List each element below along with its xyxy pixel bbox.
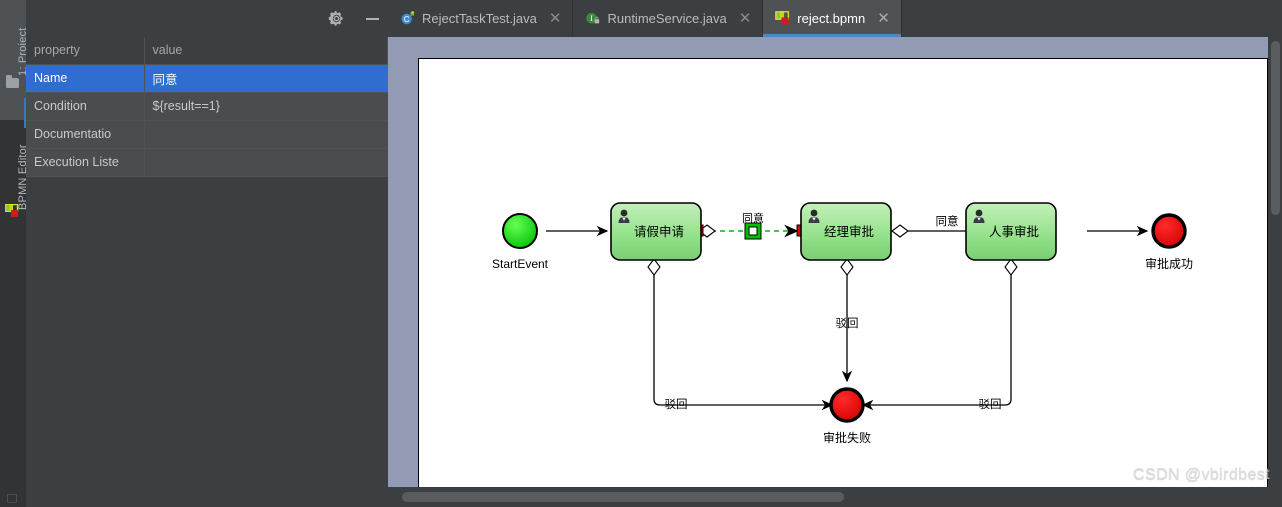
node-label-end-ok: 审批成功 bbox=[1145, 256, 1193, 271]
flow-label-approve-2: 同意 bbox=[936, 214, 959, 228]
column-header-property: property bbox=[26, 37, 145, 65]
active-tool-indicator bbox=[24, 98, 26, 128]
vertical-scrollbar-thumb[interactable] bbox=[1271, 41, 1280, 215]
scrollbar-corner bbox=[1268, 487, 1282, 507]
node-label-task2: 经理审批 bbox=[824, 224, 874, 239]
flow-label-reject-2: 驳回 bbox=[836, 317, 859, 330]
editor-area: C RejectTaskTest.java ✕ I RuntimeService… bbox=[388, 0, 1282, 507]
tab-reject-task-test[interactable]: C RejectTaskTest.java ✕ bbox=[388, 0, 574, 37]
tab-label: RuntimeService.java bbox=[607, 11, 727, 26]
vertical-scrollbar[interactable] bbox=[1268, 37, 1282, 487]
column-header-value: value bbox=[144, 37, 388, 65]
close-icon[interactable]: ✕ bbox=[738, 10, 752, 27]
node-user-task-1[interactable]: 请假申请 bbox=[610, 202, 702, 261]
user-task-icon bbox=[618, 209, 630, 223]
property-value[interactable] bbox=[144, 148, 388, 177]
status-glyph bbox=[7, 494, 17, 503]
property-name: Name bbox=[26, 64, 145, 93]
minimize-icon[interactable] bbox=[364, 10, 381, 27]
property-name: Documentatio bbox=[26, 120, 145, 149]
properties-table: property value Name 同意 Condition ${resul… bbox=[26, 37, 388, 177]
bpmn-diagram-paper[interactable]: 同意 同意 驳回 bbox=[418, 58, 1268, 507]
tool-strip-bottom-segment bbox=[0, 120, 26, 507]
tab-label: RejectTaskTest.java bbox=[422, 11, 537, 26]
bpmn-diagram[interactable]: 同意 同意 驳回 bbox=[419, 59, 1269, 507]
java-test-class-icon: C bbox=[400, 11, 415, 26]
user-task-icon bbox=[973, 209, 985, 223]
table-row[interactable]: Documentatio bbox=[26, 120, 388, 149]
bpmn-icon bbox=[5, 203, 19, 218]
node-label-task1: 请假申请 bbox=[634, 225, 684, 239]
node-start-event[interactable]: StartEvent bbox=[492, 213, 549, 271]
folder-icon bbox=[6, 75, 19, 88]
flow-label-reject-3: 驳回 bbox=[979, 398, 1002, 411]
properties-panel-empty-area bbox=[26, 177, 388, 507]
table-row[interactable]: Name 同意 bbox=[26, 64, 388, 93]
property-value[interactable] bbox=[144, 120, 388, 149]
table-row[interactable]: Condition ${result==1} bbox=[26, 92, 388, 121]
table-row[interactable]: Execution Liste bbox=[26, 148, 388, 177]
java-interface-icon: I bbox=[585, 11, 600, 26]
properties-panel: property value Name 同意 Condition ${resul… bbox=[26, 0, 388, 507]
flow-label-reject-1: 驳回 bbox=[665, 398, 688, 411]
node-label-end-ng: 审批失败 bbox=[823, 430, 871, 445]
editor-tab-bar: C RejectTaskTest.java ✕ I RuntimeService… bbox=[388, 0, 1282, 37]
property-name: Execution Liste bbox=[26, 148, 145, 177]
sequence-flow-reject-2 bbox=[840, 258, 854, 383]
bpmn-file-icon bbox=[775, 11, 790, 26]
sequence-flow-reject-1 bbox=[647, 258, 834, 411]
properties-table-header-row: property value bbox=[26, 37, 388, 65]
node-end-event-failure[interactable]: 审批失败 bbox=[823, 387, 871, 445]
flow-label-approve-1: 同意 bbox=[742, 211, 764, 225]
horizontal-scrollbar-thumb[interactable] bbox=[402, 492, 844, 502]
properties-panel-header bbox=[26, 0, 388, 37]
property-value[interactable]: 同意 bbox=[144, 64, 388, 93]
sequence-flow-reject-3 bbox=[861, 258, 1018, 411]
node-user-task-3[interactable]: 人事审批 bbox=[965, 202, 1057, 261]
svg-text:C: C bbox=[404, 15, 410, 24]
tab-reject-bpmn[interactable]: reject.bpmn ✕ bbox=[763, 0, 902, 37]
tool-strip-top-segment bbox=[0, 0, 26, 120]
gear-icon[interactable] bbox=[328, 10, 345, 27]
tool-window-strip: 1: Project BPMN Editor bbox=[0, 0, 29, 507]
tab-label: reject.bpmn bbox=[797, 11, 866, 26]
node-end-event-success[interactable]: 审批成功 bbox=[1145, 213, 1193, 271]
svg-text:I: I bbox=[591, 14, 594, 23]
property-value[interactable]: ${result==1} bbox=[144, 92, 388, 121]
horizontal-scrollbar[interactable] bbox=[388, 487, 1268, 507]
node-label-start: StartEvent bbox=[492, 257, 549, 271]
node-user-task-2[interactable]: 经理审批 bbox=[800, 202, 892, 261]
bpmn-canvas[interactable]: 同意 同意 驳回 bbox=[388, 37, 1282, 507]
node-label-task3: 人事审批 bbox=[989, 224, 1039, 239]
close-icon[interactable]: ✕ bbox=[548, 10, 562, 27]
property-name: Condition bbox=[26, 92, 145, 121]
tab-runtime-service[interactable]: I RuntimeService.java ✕ bbox=[573, 0, 764, 37]
sequence-flow-approve-1: 同意 bbox=[691, 211, 809, 240]
user-task-icon bbox=[808, 209, 820, 223]
close-icon[interactable]: ✕ bbox=[877, 10, 890, 27]
